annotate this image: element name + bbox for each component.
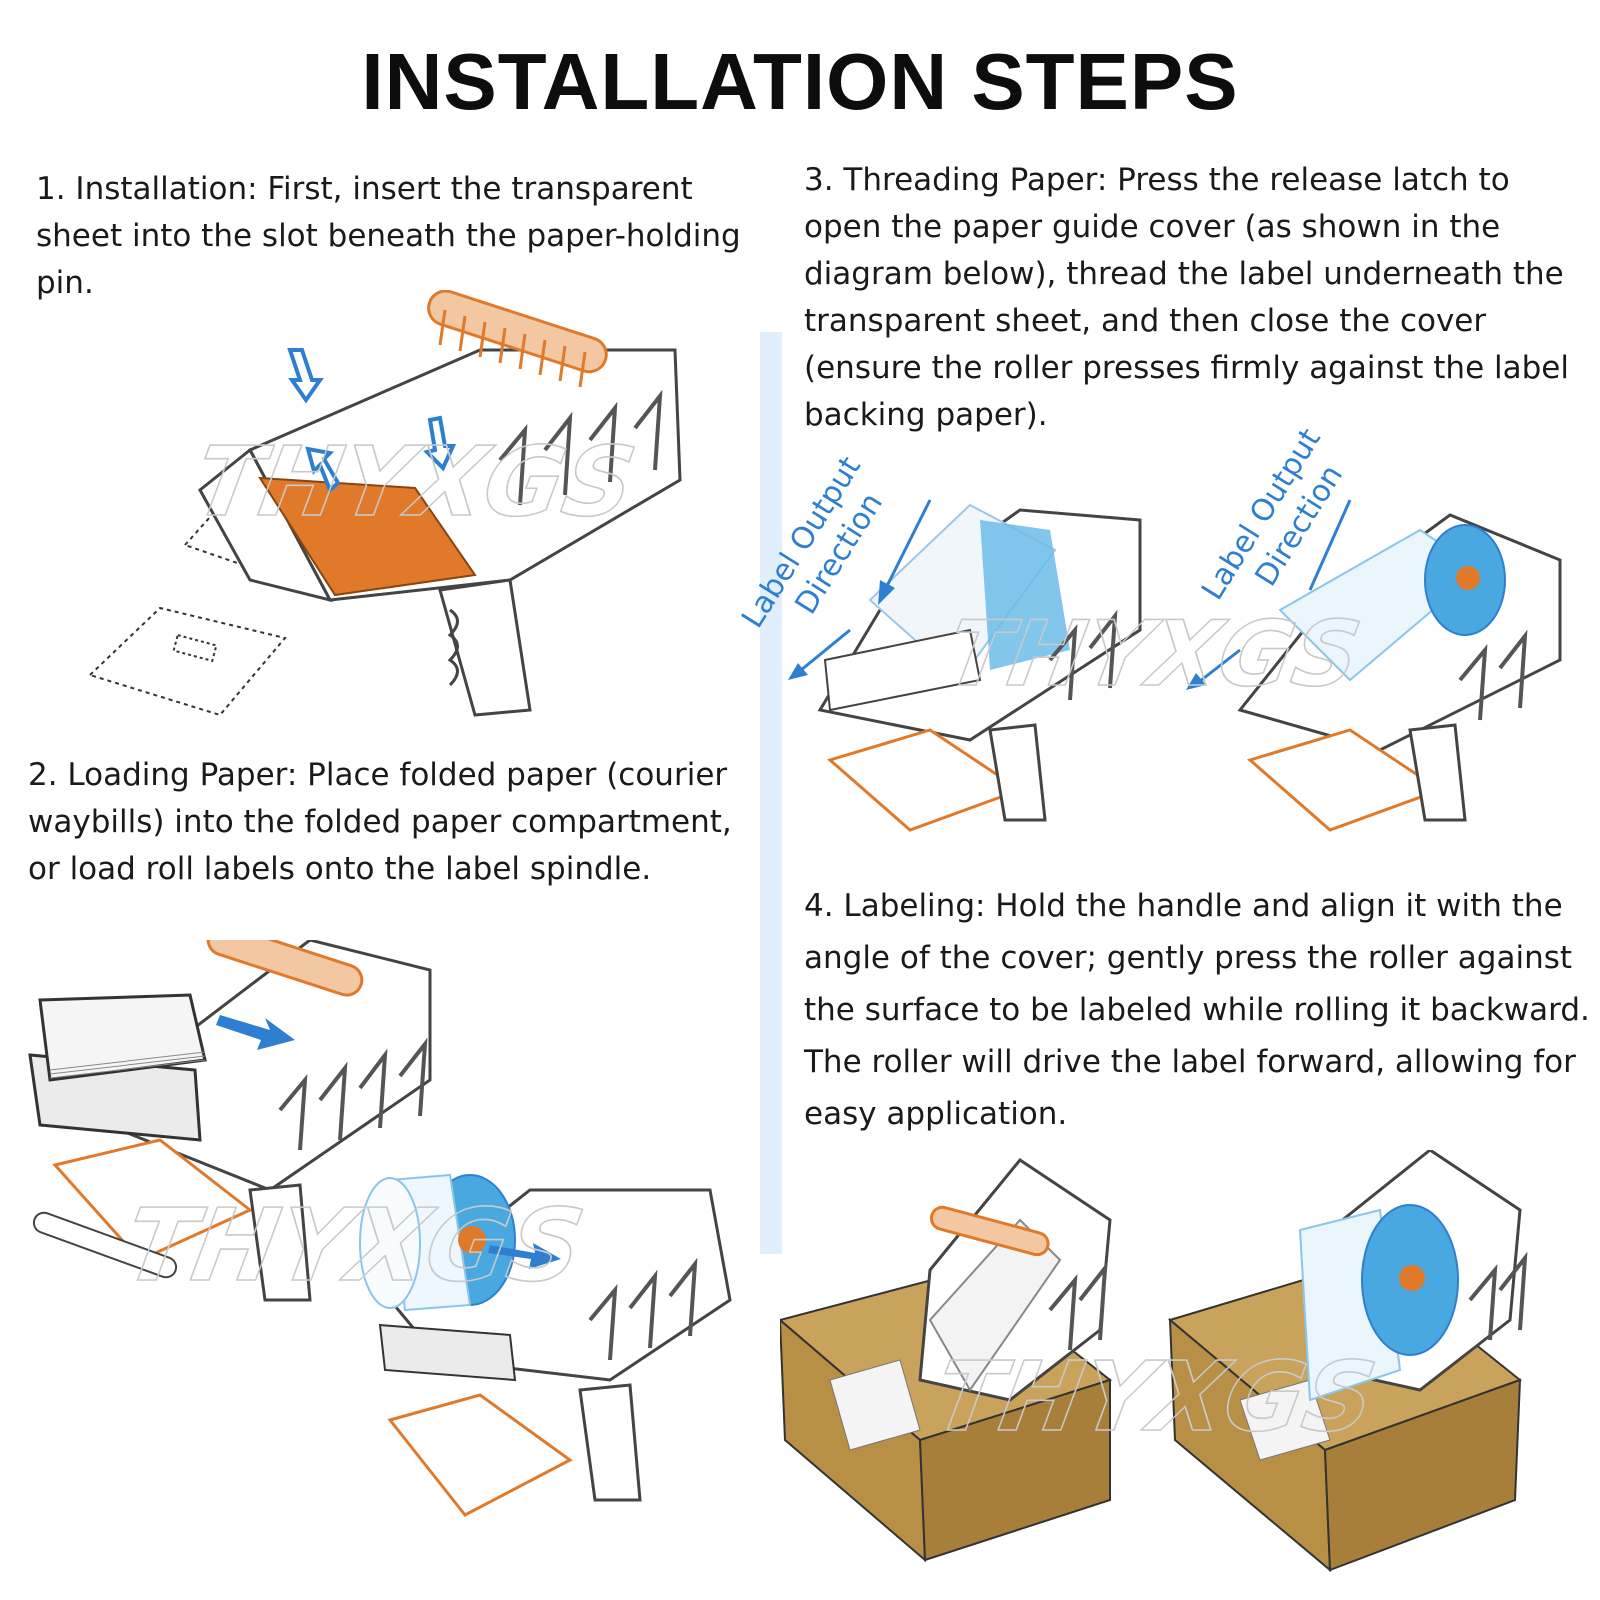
step-3-text: 3. Threading Paper: Press the release la… xyxy=(804,162,1569,433)
column-divider xyxy=(760,332,782,1254)
svg-text:THYXGS: THYXGS xyxy=(116,1187,592,1304)
step-2-illustration: THYXGS xyxy=(28,940,732,1517)
step-4-text: 4. Labeling: Hold the handle and align i… xyxy=(804,888,1590,1132)
svg-text:THYXGS: THYXGS xyxy=(939,603,1367,707)
svg-text:THYXGS: THYXGS xyxy=(186,426,643,538)
step-1-text: 1. Installation: First, insert the trans… xyxy=(36,171,741,301)
step-3-illustration: Label Output Direction Label Output Dire… xyxy=(735,422,1562,832)
svg-text:THYXGS: THYXGS xyxy=(927,1341,1384,1453)
step-4-illustration: THYXGS xyxy=(780,1150,1528,1573)
page-title: INSTALLATION STEPS xyxy=(361,37,1239,126)
step-1-illustration: THYXGS xyxy=(88,290,682,717)
step-2-text: 2. Loading Paper: Place folded paper (co… xyxy=(28,757,732,887)
